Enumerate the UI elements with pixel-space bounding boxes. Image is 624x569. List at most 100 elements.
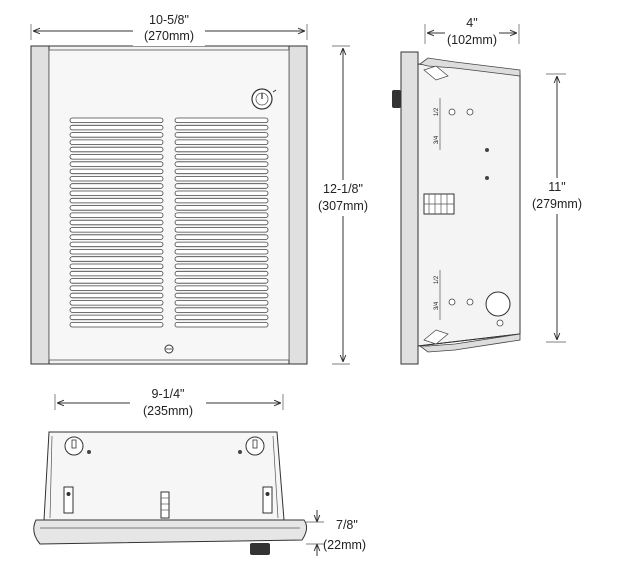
louver-slot xyxy=(174,219,269,226)
bottom-clip-right-icon xyxy=(262,486,273,514)
front-left-trim xyxy=(30,45,50,365)
knockout-label: 1/2 xyxy=(434,107,440,116)
louver-slot xyxy=(69,314,164,321)
side-knob-icon xyxy=(392,90,401,108)
louver-slot xyxy=(69,300,164,306)
louver-slot xyxy=(69,197,164,204)
louver-slot xyxy=(69,241,164,248)
front-screw-icon xyxy=(164,344,174,354)
louver-slot xyxy=(69,146,164,153)
knockout-label: 3/4 xyxy=(434,301,440,310)
front-right-trim xyxy=(288,45,308,365)
side-height-dimension: 11" (279mm) xyxy=(525,73,589,343)
louver-slot xyxy=(69,234,164,240)
bottom-terminal-icon xyxy=(160,491,170,519)
louver-slot xyxy=(174,292,269,299)
front-height-dimension: 12-1/8" (307mm) xyxy=(312,45,374,365)
louver-slot xyxy=(69,270,164,277)
louver-slot xyxy=(174,197,269,204)
side-depth-mm-label: (102mm) xyxy=(447,33,497,47)
louver-slot xyxy=(174,183,269,189)
louver-slot xyxy=(174,132,269,138)
grill-louvers-right xyxy=(174,117,269,328)
louver-slot xyxy=(174,278,269,284)
side-bottom-flange xyxy=(418,333,521,353)
side-height-mm-label: (279mm) xyxy=(532,197,582,211)
louver-slot xyxy=(69,219,164,226)
louver-slot xyxy=(174,154,269,160)
louver-slot xyxy=(69,124,164,131)
louver-slot xyxy=(174,117,269,123)
bottom-view xyxy=(33,431,308,555)
louver-slot xyxy=(69,205,164,211)
louver-slot xyxy=(69,117,164,123)
bottom-front-panel xyxy=(33,519,308,545)
louver-slot xyxy=(69,183,164,189)
louver-slot xyxy=(174,124,269,131)
front-width-dimension: 10-5/8" (270mm) xyxy=(30,12,308,46)
louver-slot xyxy=(174,146,269,153)
side-depth-dimension: 4" (102mm) xyxy=(424,14,520,50)
louver-slot xyxy=(174,248,269,255)
louver-slot xyxy=(69,256,164,262)
bottom-projection-mm-label: (22mm) xyxy=(323,538,366,552)
bottom-knob-icon xyxy=(250,543,270,555)
louver-slot xyxy=(69,278,164,284)
louver-slot xyxy=(69,168,164,175)
louver-slot xyxy=(69,154,164,160)
louver-slot xyxy=(69,190,164,196)
louver-slot xyxy=(174,190,269,196)
bottom-width-in-label: 9-1/4" xyxy=(152,387,185,401)
front-width-in-label: 10-5/8" xyxy=(149,13,189,27)
thermostat-knob-icon xyxy=(251,88,277,110)
louver-slot xyxy=(174,256,269,262)
knockout-label: 3/4 xyxy=(434,135,440,144)
louver-slot xyxy=(174,314,269,321)
side-depth-in-label: 4" xyxy=(466,16,477,30)
louver-slot xyxy=(69,307,164,313)
louver-slot xyxy=(69,285,164,291)
louver-slot xyxy=(69,212,164,218)
front-width-mm-label: (270mm) xyxy=(144,29,194,43)
grill-louvers-left xyxy=(69,117,164,328)
bottom-width-mm-label: (235mm) xyxy=(143,404,193,418)
bottom-clip-left-icon xyxy=(63,486,74,514)
mounting-hole-left-icon xyxy=(64,436,84,456)
bottom-width-dimension: 9-1/4" (235mm) xyxy=(54,385,284,421)
louver-slot xyxy=(174,205,269,211)
louver-slot xyxy=(174,234,269,240)
louver-slot xyxy=(174,227,269,233)
terminal-block-icon xyxy=(423,193,455,215)
mounting-hole-right-icon xyxy=(245,436,265,456)
bottom-projection-dimension: 7/8" (22mm) xyxy=(306,510,366,556)
side-view: 1/2 3/4 1/2 3/4 xyxy=(392,51,521,365)
louver-slot xyxy=(174,241,269,248)
front-height-mm-label: (307mm) xyxy=(318,199,368,213)
side-front-panel xyxy=(400,51,419,365)
louver-slot xyxy=(174,321,269,328)
side-height-in-label: 11" xyxy=(548,180,565,194)
louver-slot xyxy=(174,285,269,291)
knockout-circle-icon xyxy=(485,291,511,317)
louver-slot xyxy=(174,168,269,175)
louver-slot xyxy=(69,263,164,269)
louver-slot xyxy=(69,248,164,255)
front-view xyxy=(30,45,308,365)
louver-slot xyxy=(174,300,269,306)
louver-slot xyxy=(174,139,269,145)
louver-slot xyxy=(69,161,164,167)
louver-slot xyxy=(174,212,269,218)
louver-slot xyxy=(174,175,269,182)
louver-slot xyxy=(69,175,164,182)
louver-slot xyxy=(69,321,164,328)
louver-slot xyxy=(174,263,269,269)
bottom-projection-in-label: 7/8" xyxy=(336,518,358,532)
louver-slot xyxy=(69,227,164,233)
knockout-label: 1/2 xyxy=(434,275,440,284)
louver-slot xyxy=(69,292,164,299)
louver-slot xyxy=(69,132,164,138)
louver-slot xyxy=(69,139,164,145)
louver-slot xyxy=(174,270,269,277)
front-height-in-label: 12-1/8" xyxy=(323,182,363,196)
